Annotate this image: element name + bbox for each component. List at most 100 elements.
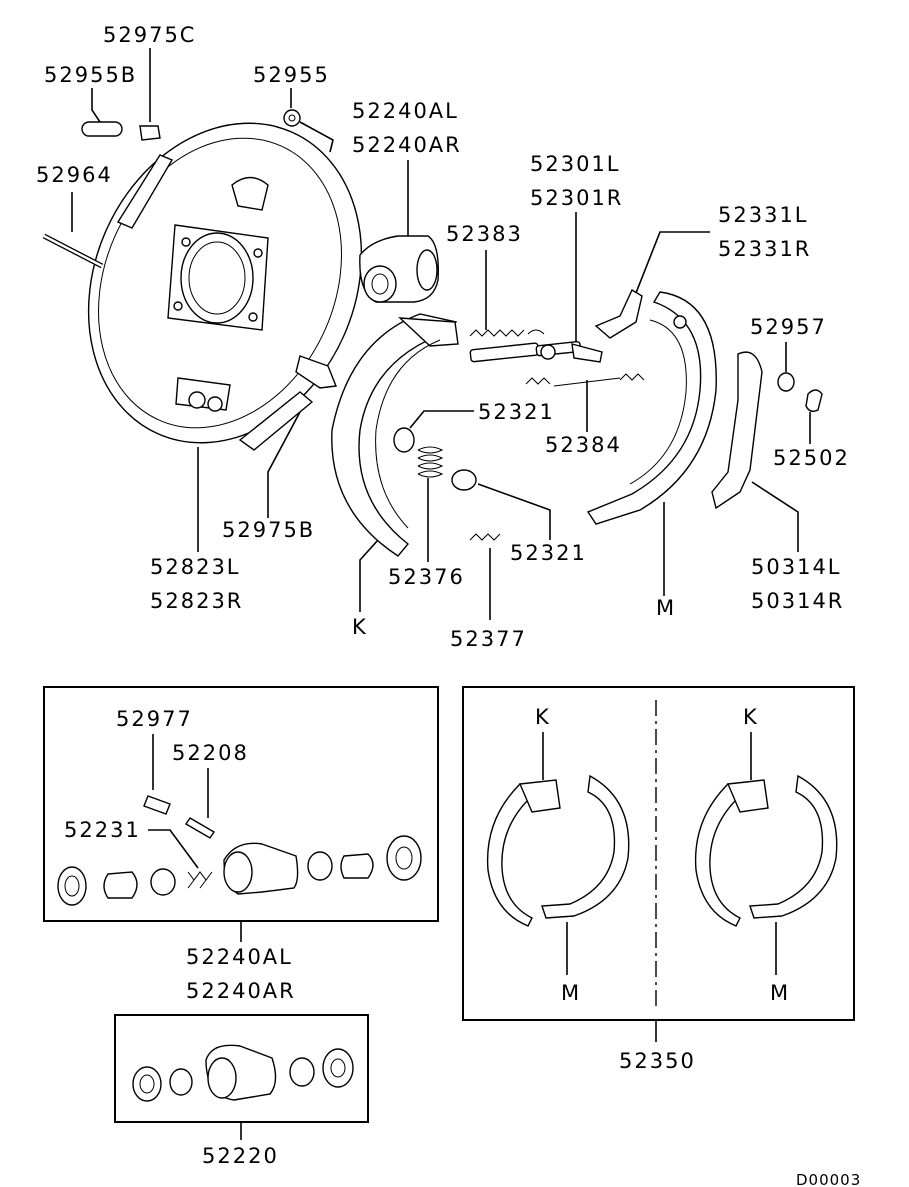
parking-lever-50314 — [711, 351, 763, 510]
hold-down-cup-52321 — [393, 427, 415, 453]
repair-kit-parts — [132, 1044, 354, 1102]
kit-cup-left — [150, 868, 176, 896]
wheel-cylinder-boot — [363, 265, 397, 303]
clip-52502 — [805, 389, 823, 413]
repair-boot-left — [132, 1066, 162, 1102]
leader-52231 — [148, 829, 199, 869]
label-52240AR-bottom: 52240AR — [186, 979, 296, 1003]
washer-52957 — [777, 372, 795, 392]
brake-shoe-k — [331, 313, 459, 557]
repair-cup-right — [289, 1057, 315, 1087]
label-k-right-set: K — [743, 705, 759, 729]
shoe-m-web — [629, 319, 687, 485]
bolt-52975B — [295, 355, 337, 389]
leader-50314 — [751, 481, 799, 552]
levers — [594, 288, 823, 510]
set-left-shoe-k-web — [518, 779, 561, 813]
shoe-m-pin — [673, 315, 687, 329]
label-52955: 52955 — [253, 63, 330, 87]
kit-boot-right-inner — [395, 846, 413, 870]
label-52240AL-bottom: 52240AL — [186, 945, 293, 969]
kit-cup-right — [307, 851, 333, 881]
springs-adjuster — [417, 329, 645, 541]
kit-cap-52977 — [143, 795, 171, 815]
label-52955B: 52955B — [44, 63, 137, 87]
diagram-code: D00003 — [796, 1171, 861, 1187]
leader-52321-a — [409, 410, 474, 429]
label-52383: 52383 — [446, 222, 523, 246]
leader-52955-b — [299, 121, 334, 153]
label-52321-a: 52321 — [478, 400, 555, 424]
brake-shoe-set-right — [694, 774, 838, 927]
label-52321-b: 52321 — [510, 541, 587, 565]
leader-lines — [71, 48, 811, 1140]
label-52957: 52957 — [750, 315, 827, 339]
part-labels: 52975C 52955B 52955 52240AL 52240AR 5296… — [36, 23, 861, 1187]
kit-bleeder-52208 — [185, 817, 215, 839]
label-52301L: 52301L — [530, 152, 621, 176]
label-52240AR-top: 52240AR — [352, 133, 462, 157]
spring-52384-b — [619, 373, 645, 381]
set-right-shoe-k — [694, 783, 742, 927]
label-52823R: 52823R — [150, 589, 243, 613]
stud-hole-3 — [248, 312, 258, 322]
brake-shoe-m — [586, 291, 717, 525]
hub-hole — [180, 232, 254, 324]
set-left-shoe-m — [541, 774, 630, 919]
leader-52975B — [267, 411, 301, 518]
adjuster-wheel — [540, 344, 556, 360]
set-left-shoe-k — [486, 783, 534, 927]
cylinder-mount-boss — [231, 176, 269, 211]
brake-shoe-set-left — [486, 774, 630, 927]
wheel-cylinder-boot-inner — [371, 273, 389, 295]
stud-hole-1 — [181, 237, 191, 247]
label-52240AL-top: 52240AL — [352, 99, 459, 123]
kit-boot-left-inner — [64, 875, 80, 897]
kit-piston-left — [103, 871, 138, 899]
backing-plate — [87, 122, 363, 451]
spring-52383-hook — [527, 329, 545, 335]
hub-hole-inner — [188, 241, 246, 315]
repair-boot-left-inner — [139, 1074, 155, 1094]
label-k-main: K — [352, 615, 368, 639]
wheel-cylinder-repair-kit-box — [114, 1014, 369, 1123]
anchor-pin — [188, 391, 206, 409]
leader-k-main — [359, 539, 379, 612]
small-hardware — [42, 109, 337, 389]
label-52208: 52208 — [172, 741, 249, 765]
spring-52384-a — [525, 377, 551, 385]
leader-52955B — [91, 88, 101, 123]
spring-52383 — [469, 329, 525, 337]
label-k-left-set: K — [535, 705, 551, 729]
label-50314L: 50314L — [751, 555, 842, 579]
plug-52955-center — [288, 114, 296, 122]
set-right-shoe-k-web — [726, 779, 769, 813]
anchor-pin-2 — [207, 396, 223, 412]
wheel-cylinder-kit-parts — [57, 795, 422, 906]
parking-cable-bracket — [116, 154, 174, 229]
label-52502: 52502 — [773, 446, 850, 470]
lower-bracket — [238, 391, 314, 451]
adjuster-screw — [469, 342, 540, 363]
pin-52964-fill — [43, 234, 103, 268]
label-52384: 52384 — [545, 433, 622, 457]
label-52977: 52977 — [116, 707, 193, 731]
kit-boot-right — [386, 835, 422, 881]
stud-hole-2 — [253, 248, 263, 258]
repair-boot-right — [322, 1048, 354, 1088]
stud-hole-4 — [173, 301, 183, 311]
shoe-k-web-top — [398, 317, 459, 347]
wheel-cylinder-end — [416, 249, 438, 291]
plug-52955B — [81, 121, 123, 137]
shoe-m-lining — [586, 291, 717, 525]
spring-52377 — [469, 533, 501, 541]
label-52975C: 52975C — [103, 23, 196, 47]
label-52823L: 52823L — [150, 555, 241, 579]
label-52350: 52350 — [619, 1049, 696, 1073]
label-52331R: 52331R — [718, 237, 811, 261]
label-52331L: 52331L — [718, 203, 809, 227]
leader-52321-b — [477, 483, 551, 540]
label-m-main: M — [656, 596, 676, 620]
spring-52384-link — [553, 377, 621, 387]
label-52964: 52964 — [36, 163, 113, 187]
